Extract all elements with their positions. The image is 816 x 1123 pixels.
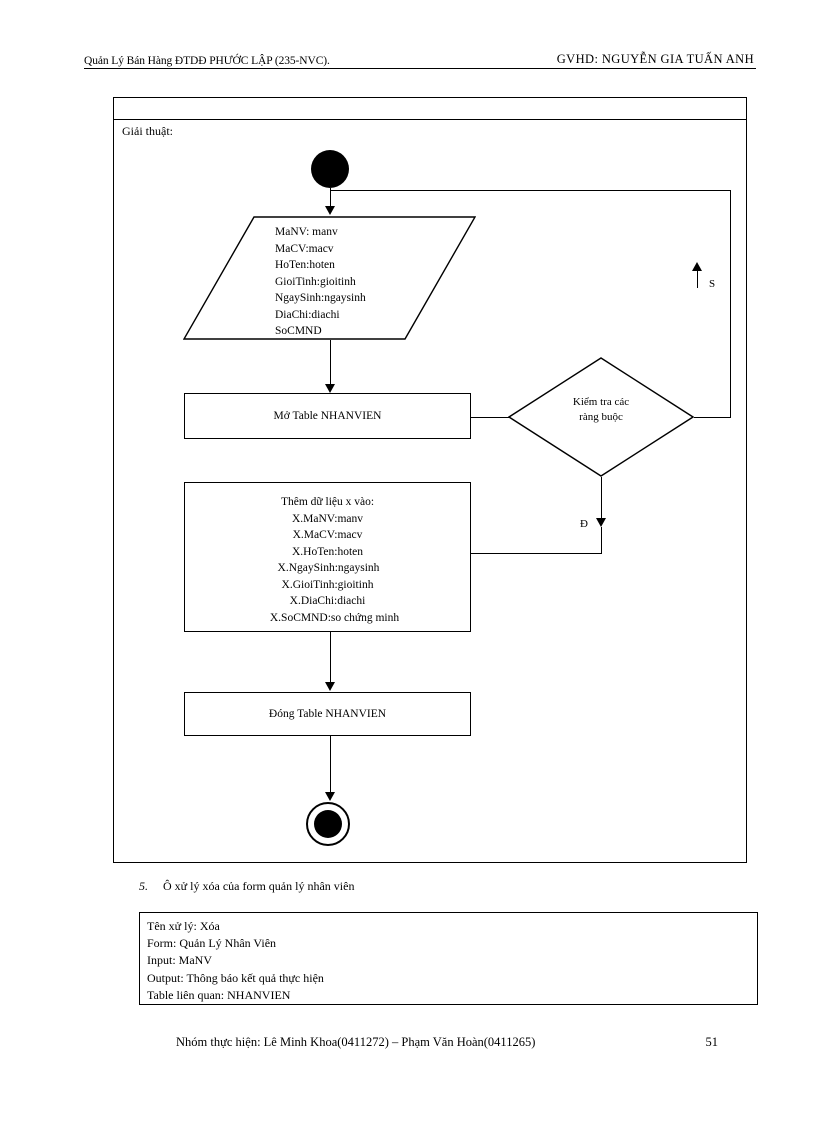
diagram-title-divider <box>113 119 747 120</box>
decision-label-line2: ràng buộc <box>579 411 623 423</box>
insert-line-2: X.MaNV:manv <box>291 512 363 525</box>
page-footer: Nhóm thực hiện: Lê Minh Khoa(0411272) – … <box>176 1035 736 1050</box>
input-parallelogram-text: MaNV: manv MaCV:macv HoTen:hoten GioiTin… <box>275 224 366 340</box>
start-node <box>311 150 349 188</box>
connector-decision-to-insert <box>471 553 602 554</box>
insert-line-6: X.GioiTinh:gioitinh <box>281 578 374 591</box>
decision-label: Kiểm tra các ràng buộc <box>508 395 694 425</box>
arrowhead-input-top <box>325 206 335 215</box>
arrowhead-end-top <box>325 792 335 801</box>
input-line-2: MaCV:macv <box>275 242 334 255</box>
caption-text: Ô xử lý xóa của form quản lý nhân viên <box>163 879 355 893</box>
decision-diamond: Kiểm tra các ràng buộc <box>508 357 694 477</box>
diagram-title: Giải thuật: <box>122 124 173 138</box>
input-line-6: DiaChi:diachi <box>275 308 340 321</box>
input-line-1: MaNV: manv <box>275 226 338 238</box>
edge-label-continue-d: Đ <box>580 518 588 530</box>
process-box-open-table: Mở Table NHANVIEN <box>184 393 471 439</box>
diagram-frame <box>113 97 747 863</box>
insert-line-3: X.MaCV:macv <box>292 529 363 541</box>
input-line-7: SoCMND <box>275 325 322 337</box>
spec-row-table: Table liên quan: NHANVIEN <box>147 987 291 1002</box>
caption: 5. Ô xử lý xóa của form quản lý nhân viên <box>139 879 354 894</box>
input-line-3: HoTen:hoten <box>275 259 335 271</box>
decision-label-line1: Kiểm tra các <box>572 396 630 408</box>
process-box-open-table-label: Mở Table NHANVIEN <box>273 410 382 422</box>
loop-rail-bottom <box>694 417 731 418</box>
process-box-insert-data: Thêm dữ liệu x vào: X.MaNV:manv X.MaCV:m… <box>184 482 471 632</box>
input-parallelogram: MaNV: manv MaCV:macv HoTen:hoten GioiTin… <box>183 216 476 340</box>
edge-label-loop-s: S <box>709 278 716 290</box>
end-node <box>306 802 350 846</box>
connector-input-to-open <box>330 340 331 384</box>
arrowhead-decision-down <box>596 518 606 527</box>
connector-close-to-end <box>330 736 331 794</box>
insert-line-8: X.SoCMND:so chứng minh <box>269 611 400 624</box>
connector-open-to-decision <box>471 417 509 418</box>
spec-row-name: Tên xử lý: Xóa <box>147 919 220 933</box>
connector-start-to-input <box>330 188 331 208</box>
spec-row-input: Input: MaNV <box>147 953 212 968</box>
insert-line-4: X.HoTen:hoten <box>291 545 364 558</box>
loop-rail-right <box>730 190 731 417</box>
arrowhead-close-top <box>325 682 335 691</box>
spec-table: Tên xử lý: Xóa Form: Quản Lý Nhân Viên I… <box>139 912 758 1005</box>
loop-rail-top <box>330 190 730 191</box>
spec-row-output: Output: Thông báo kết quả thực hiện <box>147 970 324 985</box>
input-line-4: GioiTinh:gioitinh <box>275 275 356 288</box>
insert-line-1: Thêm dữ liệu x vào: <box>280 496 375 508</box>
connector-decision-down <box>601 477 602 522</box>
footer-authors: Nhóm thực hiện: Lê Minh Khoa(0411272) – … <box>176 1035 536 1049</box>
process-box-close-table: Đóng Table NHANVIEN <box>184 692 471 736</box>
caption-number: 5. <box>139 879 148 893</box>
end-node-inner-dot <box>314 810 342 838</box>
header-left-title: Quản Lý Bán Hàng ĐTDĐ PHƯỚC LẬP (235-NVC… <box>84 55 330 67</box>
process-box-close-table-label: Đóng Table NHANVIEN <box>268 708 387 720</box>
connector-decision-down-2 <box>601 527 602 554</box>
connector-insert-to-close <box>330 632 331 682</box>
insert-line-7: X.DiaChi:diachi <box>289 595 366 607</box>
loop-direction-stem <box>697 266 698 288</box>
insert-line-5: X.NgaySinh:ngaysinh <box>277 562 380 574</box>
running-header: Quản Lý Bán Hàng ĐTDĐ PHƯỚC LẬP (235-NVC… <box>84 46 756 69</box>
input-line-5: NgaySinh:ngaysinh <box>275 292 366 304</box>
parallelogram-shape-icon <box>183 216 476 340</box>
header-right-advisor: GVHD: NGUYỄN GIA TUẤN ANH <box>556 52 754 66</box>
insert-data-text: Thêm dữ liệu x vào: X.MaNV:manv X.MaCV:m… <box>256 483 399 626</box>
arrowhead-loop-up-icon <box>692 262 702 271</box>
arrowhead-open-top <box>325 384 335 393</box>
spec-row-form: Form: Quản Lý Nhân Viên <box>147 936 277 951</box>
footer-page-number: 51 <box>705 1035 719 1049</box>
diamond-shape-icon <box>508 357 694 477</box>
